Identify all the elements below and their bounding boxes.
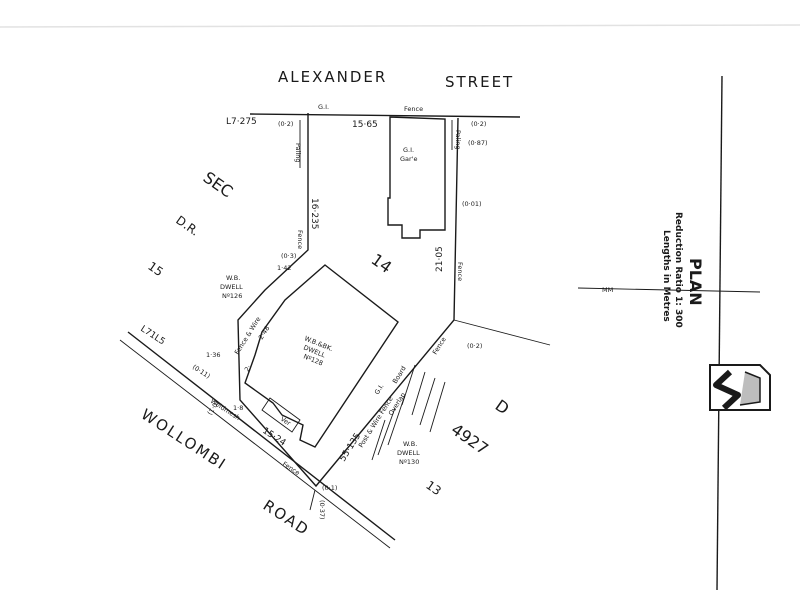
alexander-street-line: [249, 113, 521, 118]
dwell-126-2: DWELL: [220, 283, 243, 291]
board: Board: [391, 365, 408, 385]
dim-top-offset-left: (0·2): [278, 120, 293, 128]
dwell-130-3: Nº130: [399, 458, 419, 466]
dwell-126-3: Nº126: [222, 292, 242, 300]
road-label: ROAD: [260, 496, 313, 539]
street-label: STREET: [445, 73, 514, 91]
dim-left-side: 16·235: [309, 198, 319, 230]
offset-bottom: (0·1): [322, 484, 337, 492]
dim-2: 2·: [243, 364, 253, 373]
paling-left: Paling: [294, 143, 302, 162]
gi-fence: G.I.: [373, 382, 386, 396]
dim-136: 1·36: [206, 351, 220, 359]
wollombi-road-line: [127, 331, 396, 541]
alexander-label: ALEXANDER: [278, 68, 387, 86]
dim-top-width: 15·65: [352, 120, 378, 130]
road-offset-line: [309, 489, 316, 511]
lot-dr: D.R.: [173, 213, 201, 239]
wollombi-label: WOLLOMBI: [138, 405, 230, 474]
fence-left: Fence: [296, 230, 304, 249]
dim-right-side: 21·05: [435, 246, 445, 272]
lot-14: 14: [368, 250, 396, 277]
dim-142: 1·42: [277, 264, 291, 272]
mm-label: MM: [602, 286, 613, 294]
dwell-126-1: W.B.: [226, 274, 240, 282]
scan-edge: [0, 24, 800, 28]
fence-d: Fence: [431, 336, 448, 356]
garage-label-1: G.I.: [403, 146, 414, 154]
paling-right: Paling: [454, 130, 462, 149]
fence-right: Fence: [456, 262, 464, 281]
lot-13: 13: [423, 478, 444, 498]
dim-18: 1·8: [233, 404, 243, 412]
diag-length: 55·135: [338, 432, 363, 464]
north-line: [577, 287, 761, 293]
dim-top-gi: G.I.: [318, 103, 329, 111]
legend-plan: PLAN: [686, 258, 705, 306]
veranda: [261, 397, 301, 433]
adjoining-boundary: [453, 319, 551, 346]
garage-building: [387, 116, 446, 239]
legend-ratio: Reduction Ratio 1: 300: [673, 212, 683, 328]
offset-001: (0·01): [462, 200, 482, 208]
dim-top-fence: Fence: [404, 105, 423, 113]
dwell-130-2: DWELL: [397, 449, 420, 457]
adjoining-dwelling-hatch: [371, 364, 446, 461]
garage-label-2: Gar'e: [400, 155, 417, 163]
road-offset: (0·37): [318, 500, 326, 520]
lot-15: 15: [145, 259, 166, 279]
lot-d: D: [492, 396, 513, 419]
lot-sec: SEC: [200, 168, 237, 202]
main-dwelling-building: [244, 264, 399, 448]
legend-lengths: Lengths in Metres: [661, 230, 671, 322]
veranda-label: Ver: [279, 415, 293, 428]
margin-rule: [716, 75, 723, 591]
dim-top-left: L7·275: [226, 117, 257, 127]
offset-011: (0·11): [191, 363, 212, 380]
dwell-130-1: W.B.: [403, 440, 417, 448]
lot-boundary: [237, 113, 459, 488]
offset-087: (0·87): [468, 139, 488, 147]
fence-bottom: Fence: [281, 460, 301, 477]
offset-02-right: (0·2): [467, 342, 482, 350]
dim-248: 2·48: [257, 325, 271, 342]
lot-dp: 4927: [448, 420, 492, 459]
offset-03: (0·3): [281, 252, 296, 260]
dim-top-offset-right: (0·2): [471, 120, 486, 128]
wollombi-road-line-2: [119, 339, 391, 549]
stamp-symbol: [709, 364, 771, 411]
